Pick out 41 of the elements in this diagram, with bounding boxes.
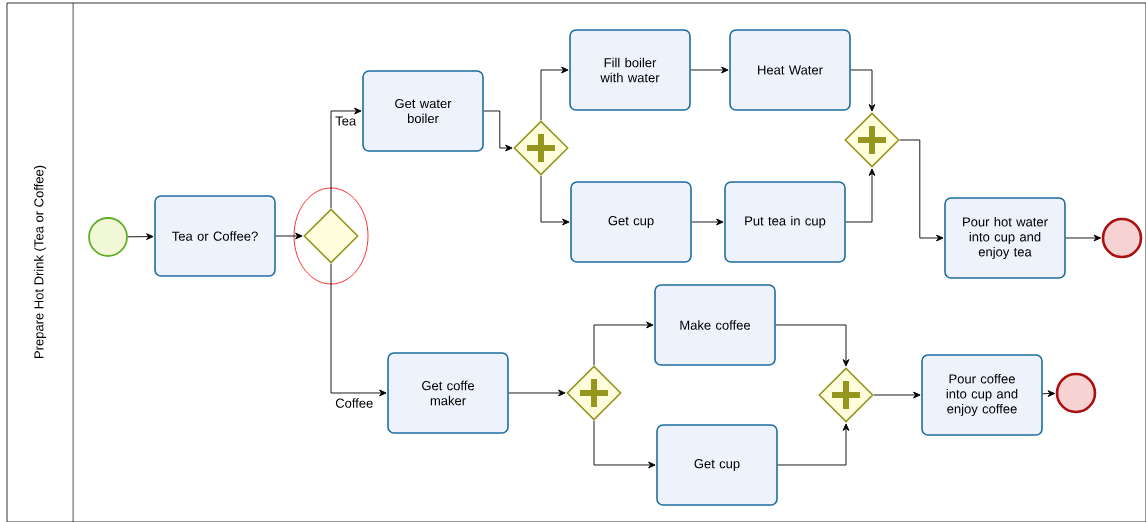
task-box: Get water boiler <box>362 70 484 152</box>
task-box: Pour coffee into cup and enjoy coffee <box>921 354 1043 436</box>
exclusive-gateway-diamond <box>303 208 359 264</box>
task-box: Tea or Coffee? <box>154 195 276 277</box>
end-event-circle <box>1055 372 1097 414</box>
sequence-flow-arrow <box>850 69 876 112</box>
sequence-flow-arrow <box>691 218 724 226</box>
task-box: Put tea in cup <box>724 181 846 263</box>
task-box: Get coffe maker <box>387 352 509 434</box>
end-event-circle <box>1101 217 1143 259</box>
task-box: Pour hot water into cup and enjoy tea <box>944 197 1066 279</box>
task-box: Get cup <box>570 181 692 263</box>
task-box: Fill boiler with water <box>569 29 691 111</box>
sequence-flow-arrow <box>483 110 513 152</box>
sequence-flow-arrow <box>127 233 154 241</box>
parallel-gateway-diamond <box>566 365 622 421</box>
sequence-flow-arrow <box>330 107 362 209</box>
sequence-flow-arrow <box>775 324 850 367</box>
parallel-gateway-diamond <box>513 120 569 176</box>
edge-label: Tea <box>334 115 358 127</box>
parallel-gateway-diamond <box>844 112 900 168</box>
sequence-flow-arrow <box>275 232 303 240</box>
sequence-flow-arrow <box>593 321 654 366</box>
sequence-flow-arrow <box>1065 234 1102 242</box>
parallel-gateway-diamond <box>818 367 874 423</box>
task-box: Make coffee <box>654 284 776 366</box>
sequence-flow-arrow <box>899 139 944 242</box>
sequence-flow-arrow <box>540 175 570 226</box>
sequence-flow-arrow <box>845 168 876 223</box>
task-box: Heat Water <box>729 29 851 111</box>
sequence-flow-arrow <box>777 423 850 466</box>
sequence-flow-arrow <box>690 66 729 74</box>
task-box: Get cup <box>656 424 778 506</box>
edge-label: Coffee <box>334 397 375 409</box>
sequence-flow-arrow <box>330 263 387 397</box>
sequence-flow-arrow <box>1042 390 1056 397</box>
sequence-flow-arrow <box>508 389 566 397</box>
sequence-flow-arrow <box>540 66 569 121</box>
sequence-flow-arrow <box>593 420 656 469</box>
start-event-circle <box>88 217 128 257</box>
sequence-flow-arrow <box>873 391 921 399</box>
